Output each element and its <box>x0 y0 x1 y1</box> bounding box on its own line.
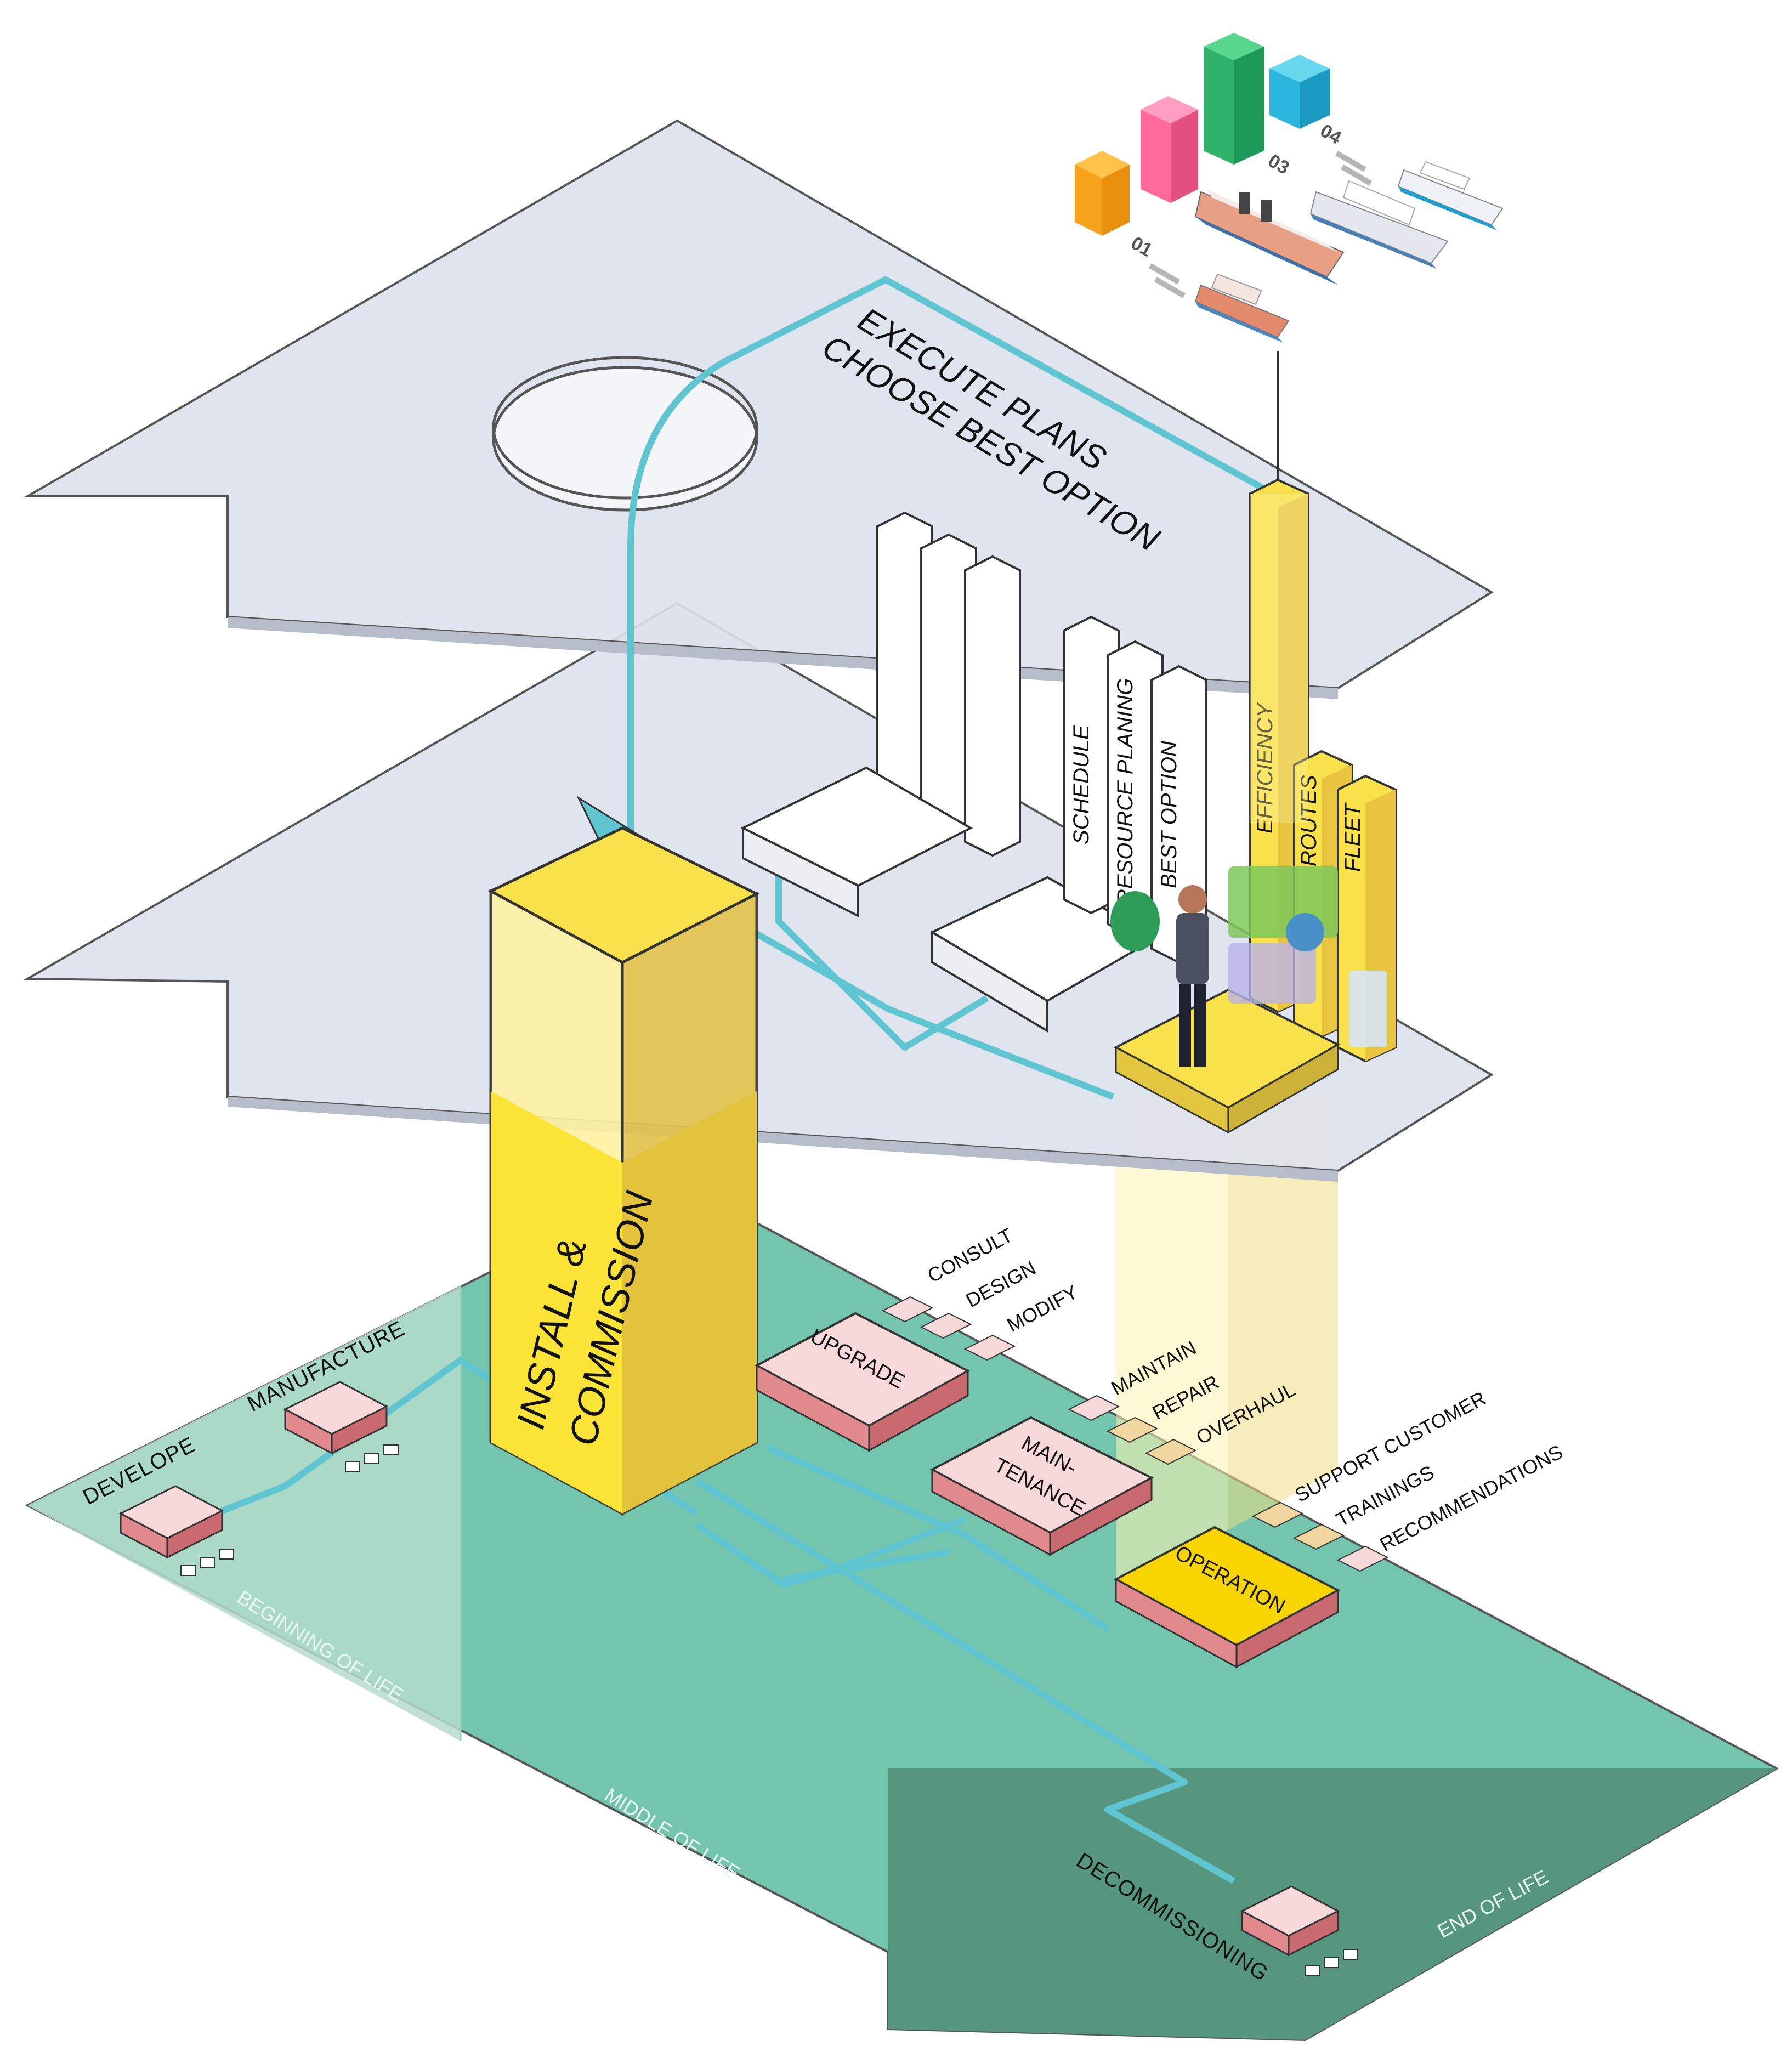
resource-planing-label: RESOURCE PLANING <box>1113 678 1137 905</box>
routes-label: ROUTES <box>1297 775 1321 866</box>
cyan-bar <box>1269 55 1330 129</box>
ring-hole <box>492 366 758 512</box>
fleet-label: FLEET <box>1341 802 1365 872</box>
gauge-icon <box>1110 891 1160 951</box>
ship-icon <box>1194 273 1290 343</box>
profile-icon <box>1286 913 1324 951</box>
fleet-illustration: 01 03 04 <box>1075 33 1504 343</box>
upgrade-box: UPGRADE <box>754 1296 1016 1452</box>
operation-box: OPERATION <box>1113 1501 1389 1669</box>
ship-icon <box>1397 161 1504 230</box>
schedule-label: SCHEDULE <box>1069 724 1093 844</box>
stage-boxes: UPGRADE MAIN- TENANCE OPERATION <box>118 1296 1389 1976</box>
hologram-panel <box>1349 971 1387 1047</box>
fleet-number-03: 03 <box>1264 150 1293 179</box>
light-beams <box>1116 1097 1338 1590</box>
resource-planing-bar: RESOURCE PLANING <box>1107 640 1164 939</box>
end-zone <box>888 1768 1777 2040</box>
orange-bar <box>1075 151 1130 236</box>
manufacture-box <box>283 1381 399 1472</box>
best-option-label: BEST OPTION <box>1157 741 1181 888</box>
chart-text-hints <box>1149 151 1372 298</box>
top-plane <box>23 119 1494 699</box>
operator-station <box>1110 866 1387 1134</box>
decommissioning-box <box>1240 1885 1358 1976</box>
green-bar <box>1204 33 1264 165</box>
fleet-number-01: 01 <box>1127 233 1156 261</box>
planning-bars: SCHEDULE RESOURCE PLANING BEST OPTION <box>1063 615 1207 964</box>
schedule-bar: SCHEDULE <box>1063 615 1120 915</box>
install-commission-column: INSTALL & COMMISSION <box>487 826 760 1516</box>
ship-icon <box>1309 180 1449 269</box>
maintenance-box: MAIN- TENANCE <box>929 1395 1197 1556</box>
efficiency-glow <box>1250 494 1308 823</box>
pink-bar <box>1141 96 1198 203</box>
operator-person-icon <box>1176 885 1209 1067</box>
fleet-number-04: 04 <box>1317 120 1345 149</box>
efficiency-label: EFFICIENCY <box>1253 701 1277 834</box>
beginning-zone <box>27 1286 461 1741</box>
develope-box <box>118 1485 234 1576</box>
hologram-panel <box>1228 943 1316 1004</box>
ship-icon <box>1194 189 1345 285</box>
